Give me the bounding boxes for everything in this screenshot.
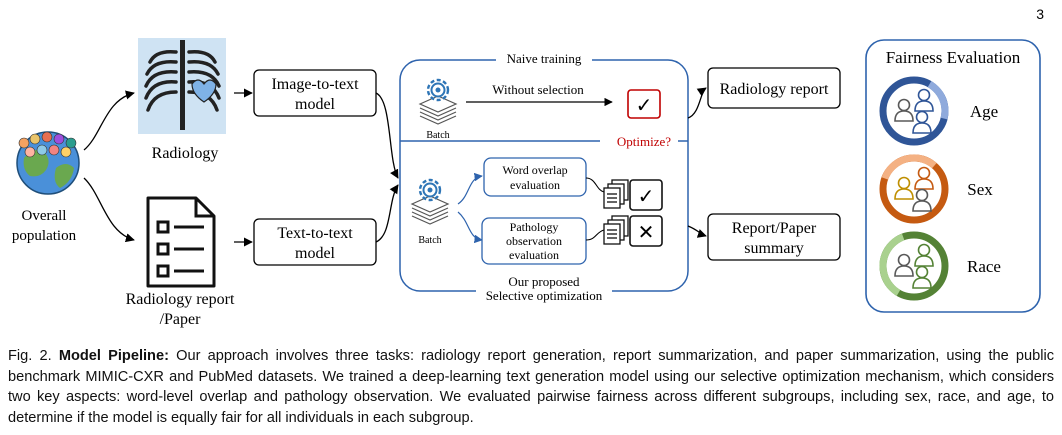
pathology-label-line-1: Pathology [510, 220, 559, 234]
figure-caption: Fig. 2. Model Pipeline: Our approach inv… [8, 346, 1054, 428]
pathology-box [481, 217, 587, 265]
doc-stack-icon-bottom [603, 215, 629, 245]
without-selection-label: Without selection [492, 82, 584, 97]
pathology-label-line-3: evaluation [509, 248, 559, 262]
overall-population-label-line-1: Overall [22, 208, 67, 224]
pathology-label-line-2: observation [506, 234, 562, 248]
arrow-to-summary [687, 225, 707, 238]
selective-batch-label: Batch [418, 235, 441, 246]
naive-check-icon: ✓ [636, 93, 653, 117]
overall-population-label-line-2: population [12, 228, 77, 244]
radiology-report-output-label: Radiology report [720, 81, 829, 98]
doc-stack-icon-top [603, 179, 629, 209]
race-group-icon [879, 231, 949, 301]
our-proposed-label: Our proposed [508, 274, 580, 289]
word-overlap-box [483, 157, 587, 197]
text-to-text-label-line-1: Text-to-text [277, 225, 353, 242]
text-to-text-label-line-2: model [295, 245, 336, 262]
pathology-to-docs-line [585, 229, 605, 241]
caption-figure-number: Fig. 2. [8, 348, 52, 364]
report-summary-output-box [707, 213, 841, 261]
image-to-text-label-line-2: model [295, 96, 336, 113]
arrow-image-model-to-training [375, 92, 399, 179]
chest-xray-icon [138, 38, 226, 134]
fairness-evaluation-panel [865, 39, 1041, 313]
fairness-group-sex: Sex [967, 180, 993, 199]
selective-cross-box [629, 215, 663, 247]
sex-group-icon [879, 154, 949, 224]
arrow-to-report [83, 177, 135, 243]
report-document-icon [146, 196, 216, 288]
arrow-to-word-overlap [457, 172, 483, 205]
report-paper-label-line-2: /Paper [160, 311, 202, 328]
selective-batch-icon [411, 178, 449, 225]
caption-title: Model Pipeline: [58, 348, 169, 364]
arrow-to-radiology [83, 90, 135, 151]
radiology-report-output-box [707, 67, 841, 109]
image-to-text-label-line-1: Image-to-text [271, 76, 359, 93]
naive-batch-icon [419, 78, 457, 125]
selective-cross-icon: ✕ [638, 220, 655, 244]
word-overlap-label-line-1: Word overlap [502, 163, 567, 177]
fairness-group-age: Age [970, 102, 998, 121]
report-paper-label-line-1: Radiology report [126, 291, 235, 308]
optimize-question-label: Optimize? [617, 134, 671, 149]
selective-check-box [629, 179, 663, 211]
arrow-to-pathology [457, 211, 483, 244]
selective-check-icon: ✓ [638, 184, 655, 208]
word-overlap-to-docs-line [585, 177, 605, 193]
caption-text: Our approach involves three tasks: radio… [8, 348, 1055, 426]
fairness-group-race: Race [967, 257, 1001, 276]
naive-check-box [627, 89, 661, 119]
arrow-text-model-to-training [375, 184, 399, 243]
arrow-to-radiology-report [687, 87, 707, 119]
selective-optimization-label: Selective optimization [486, 288, 603, 303]
globe-population-icon [16, 131, 80, 195]
radiology-label: Radiology [152, 145, 219, 162]
page-number: 3 [1036, 6, 1044, 22]
report-summary-label-line-2: summary [744, 240, 804, 257]
naive-batch-label: Batch [426, 130, 449, 141]
fairness-evaluation-title: Fairness Evaluation [886, 48, 1021, 67]
word-overlap-label-line-2: evaluation [510, 178, 560, 192]
model-pipeline-figure: Overall population Radiology [12, 38, 1041, 328]
age-group-icon [879, 76, 949, 146]
report-summary-label-line-1: Report/Paper [732, 220, 817, 237]
naive-training-label: Naive training [507, 51, 582, 66]
